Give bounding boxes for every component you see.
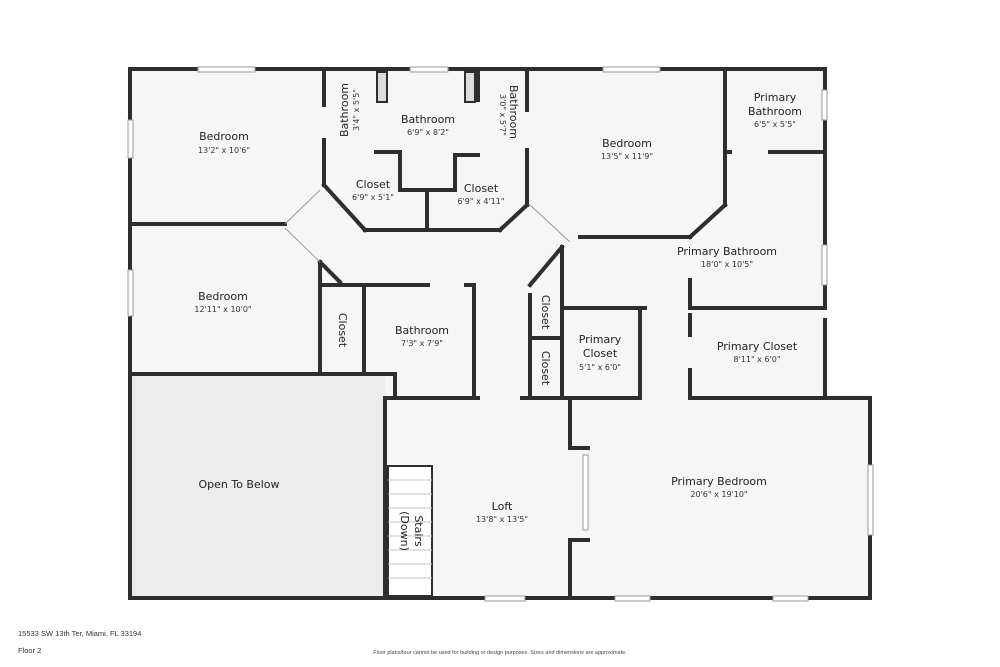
- room-dimension: 3'4" x 5'5": [352, 89, 361, 131]
- walls: [128, 67, 872, 600]
- address-text: 15533 SW 13th Ter, Miami, FL 33194: [18, 629, 142, 638]
- room-name: Loft: [492, 500, 513, 513]
- room-name: Closet: [539, 351, 552, 386]
- vent-shafts: [376, 71, 476, 103]
- room-dimension: 13'2" x 10'6": [198, 146, 250, 155]
- room-name: Bathroom: [748, 105, 802, 118]
- room-name: Bathroom: [338, 83, 351, 137]
- room-dimension: 12'11" x 10'0": [194, 305, 251, 314]
- room-name: Primary: [579, 333, 622, 346]
- floor-area: [130, 69, 870, 598]
- door-openings: [284, 189, 571, 263]
- room-name: Primary Bathroom: [677, 245, 777, 258]
- room-name: Primary: [754, 91, 797, 104]
- room-dimension: 5'1" x 6'0": [579, 363, 621, 372]
- floor-label: Floor 2: [18, 646, 42, 655]
- room-name: Bedroom: [602, 137, 652, 150]
- room-dimension: 6'9" x 5'1": [352, 193, 394, 202]
- room-dimension: 6'9" x 4'11": [457, 197, 504, 206]
- room-name: Primary Closet: [717, 340, 798, 353]
- room-dimension: 13'8" x 13'5": [476, 515, 528, 524]
- room-name: Bathroom: [401, 113, 455, 126]
- windows: [127, 66, 874, 602]
- room-dimension: 13'5" x 11'9": [601, 152, 653, 161]
- room-name: Closet: [356, 178, 391, 191]
- room-name: Bedroom: [199, 130, 249, 143]
- room-name: Bathroom: [395, 324, 449, 337]
- disclaimer-text: Floor plans/tour cannot be used for buil…: [373, 650, 627, 656]
- room-name: (Down): [398, 511, 411, 551]
- room-name: Bedroom: [198, 290, 248, 303]
- room-labels: Bedroom 13'2" x 10'6" Bathroom 3'4" x 5'…: [194, 83, 802, 551]
- room-dimension: 18'0" x 10'5": [701, 260, 753, 269]
- room-dimension: 6'5" x 5'5": [754, 120, 796, 129]
- room-dimension: 6'9" x 8'2": [407, 128, 449, 137]
- room-name: Closet: [539, 295, 552, 330]
- room-name: Closet: [583, 347, 618, 360]
- room-name: Stairs: [412, 515, 425, 547]
- room-dimension: 8'11" x 6'0": [733, 355, 780, 364]
- room-name: Primary Bedroom: [671, 475, 767, 488]
- room-name: Closet: [464, 182, 499, 195]
- open-to-below-area: [132, 376, 385, 598]
- stairs: [387, 465, 433, 597]
- room-name: Open To Below: [198, 478, 279, 491]
- room-dimension: 20'6" x 19'10": [690, 490, 747, 499]
- room-name: Bathroom: [507, 85, 520, 139]
- room-dimension: 7'3" x 7'9": [401, 339, 443, 348]
- room-dimension: 3'0" x 5'7": [498, 94, 507, 136]
- room-name: Closet: [336, 313, 349, 348]
